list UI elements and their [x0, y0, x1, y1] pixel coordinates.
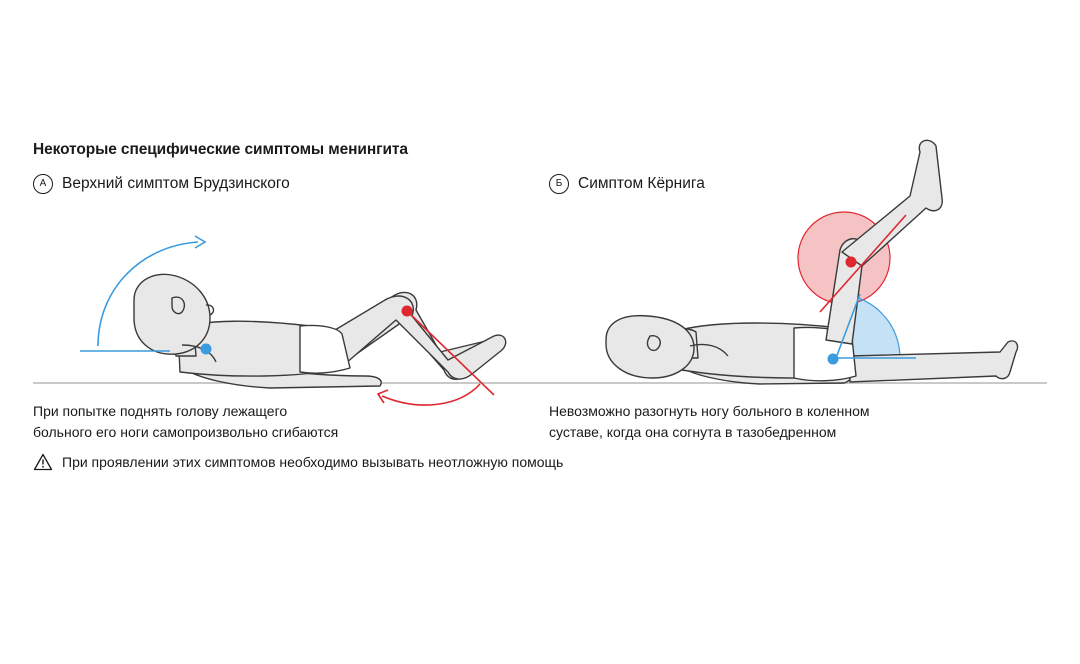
panel-a-description-line2: больного его ноги самопроизвольно сгибаю…: [33, 422, 433, 443]
figure-b-knee-point: [846, 257, 857, 268]
figure-a-patient: [134, 274, 506, 388]
figure-a-knee-point: [402, 306, 413, 317]
warning-note: При проявлении этих симптомов необходимо…: [33, 453, 563, 471]
panel-b-description: Невозможно разогнуть ногу больного в кол…: [549, 401, 969, 443]
panel-a-description: При попытке поднять голову лежащего боль…: [33, 401, 433, 443]
warning-text: При проявлении этих симптомов необходимо…: [62, 454, 563, 470]
panel-a-description-line1: При попытке поднять голову лежащего: [33, 401, 433, 422]
panel-b-description-line1: Невозможно разогнуть ногу больного в кол…: [549, 401, 969, 422]
panel-b-description-line2: суставе, когда она согнута в тазобедренн…: [549, 422, 969, 443]
figure-a-neck-point: [201, 344, 212, 355]
figure-b-hip-point: [828, 354, 839, 365]
warning-triangle-icon: [33, 453, 53, 471]
